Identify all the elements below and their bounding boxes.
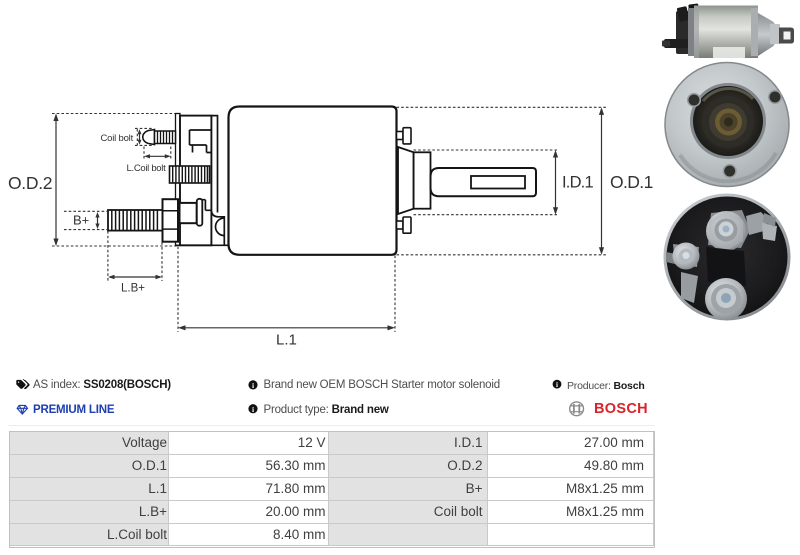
svg-text:I.D.1: I.D.1 bbox=[562, 174, 593, 192]
svg-text:i: i bbox=[252, 405, 254, 414]
svg-text:L.Coil bolt: L.Coil bolt bbox=[127, 163, 167, 174]
svg-text:O.D.1: O.D.1 bbox=[610, 172, 653, 192]
svg-text:O.D.2: O.D.2 bbox=[8, 173, 52, 193]
svg-text:i: i bbox=[556, 381, 558, 389]
svg-text:B+: B+ bbox=[73, 213, 89, 228]
svg-text:i: i bbox=[252, 381, 254, 390]
svg-text:L.B+: L.B+ bbox=[121, 283, 145, 295]
svg-text:Coil bolt: Coil bolt bbox=[101, 133, 134, 144]
svg-text:L.1: L.1 bbox=[276, 332, 297, 349]
